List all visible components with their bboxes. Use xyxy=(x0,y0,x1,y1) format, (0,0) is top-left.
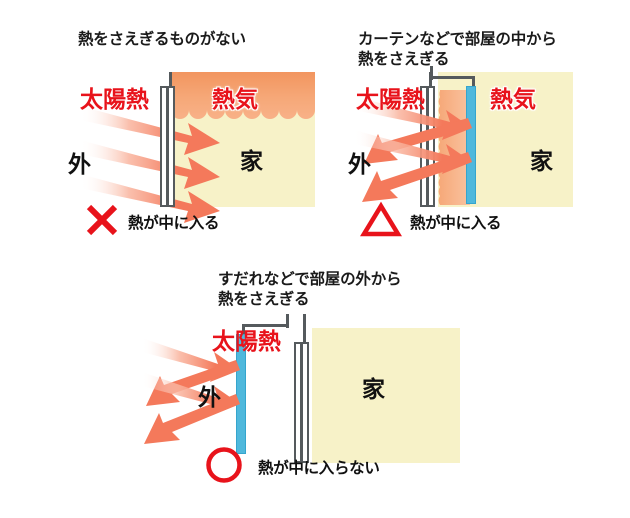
window-frame xyxy=(418,72,438,207)
trapped-heat-cloud-shape xyxy=(438,90,470,205)
result-text: 熱が中に入らない xyxy=(258,459,380,477)
panel-no-shade-caption: 熱をさえぎるものがない xyxy=(78,30,246,48)
panel-outside-blind: すだれなどで部屋の外から 熱をさえぎる 太陽熱 外 家 xyxy=(142,258,490,518)
window-top-post xyxy=(169,72,172,88)
window-top-post xyxy=(303,314,306,344)
heat-arrows-reflected-partial xyxy=(354,96,472,202)
heat-arrows-inward xyxy=(80,106,220,223)
result-text: 熱が中に入る xyxy=(128,214,220,232)
blind-rail-horizontal xyxy=(242,324,289,327)
hot-air-cloud xyxy=(170,72,315,125)
solar-heat-label: 太陽熱 xyxy=(80,87,149,113)
house-label: 家 xyxy=(530,149,553,175)
curtain-inside xyxy=(466,86,476,204)
triangle-mark xyxy=(360,201,402,237)
curtain-rail-horizontal xyxy=(430,76,475,79)
trapped-heat-cloud xyxy=(434,90,470,205)
house-label: 家 xyxy=(240,149,263,175)
window-pane-inner xyxy=(167,86,175,207)
hot-air-label: 熱気 xyxy=(212,87,258,113)
window-pane-inner xyxy=(427,86,435,207)
window-pane-inner xyxy=(301,342,309,463)
blind-outside xyxy=(236,334,246,454)
panel-inside-curtain: カーテンなどで部屋の中から 熱をさえぎる xyxy=(330,0,630,250)
outside-label: 外 xyxy=(348,152,371,178)
result-text: 熱が中に入る xyxy=(410,214,502,232)
panel-outside-blind-caption: すだれなどで部屋の外から 熱をさえぎる xyxy=(218,270,402,308)
blind-rail-vertical xyxy=(286,314,289,328)
solar-heat-label: 太陽熱 xyxy=(212,329,281,355)
panel-no-shade: 熱をさえぎるものがない xyxy=(0,0,330,250)
solar-heat-label: 太陽熱 xyxy=(356,87,425,113)
curtain-rail-drop xyxy=(472,76,475,88)
circle-mark xyxy=(205,446,243,484)
window-top-post xyxy=(429,72,432,88)
outside-label: 外 xyxy=(68,152,91,178)
window-frame xyxy=(158,72,178,207)
blind-rail-drop xyxy=(242,324,245,336)
house-label: 家 xyxy=(362,377,385,403)
outside-label: 外 xyxy=(198,385,221,411)
window-frame xyxy=(292,314,312,463)
heat-arrows-reflected-full xyxy=(142,338,240,444)
cross-mark xyxy=(85,203,119,237)
panel-inside-curtain-caption: カーテンなどで部屋の中から 熱をさえぎる xyxy=(358,30,557,68)
hot-air-cloud-shape xyxy=(170,72,315,119)
house-interior-area xyxy=(312,328,460,463)
hot-air-label: 熱気 xyxy=(490,87,536,113)
